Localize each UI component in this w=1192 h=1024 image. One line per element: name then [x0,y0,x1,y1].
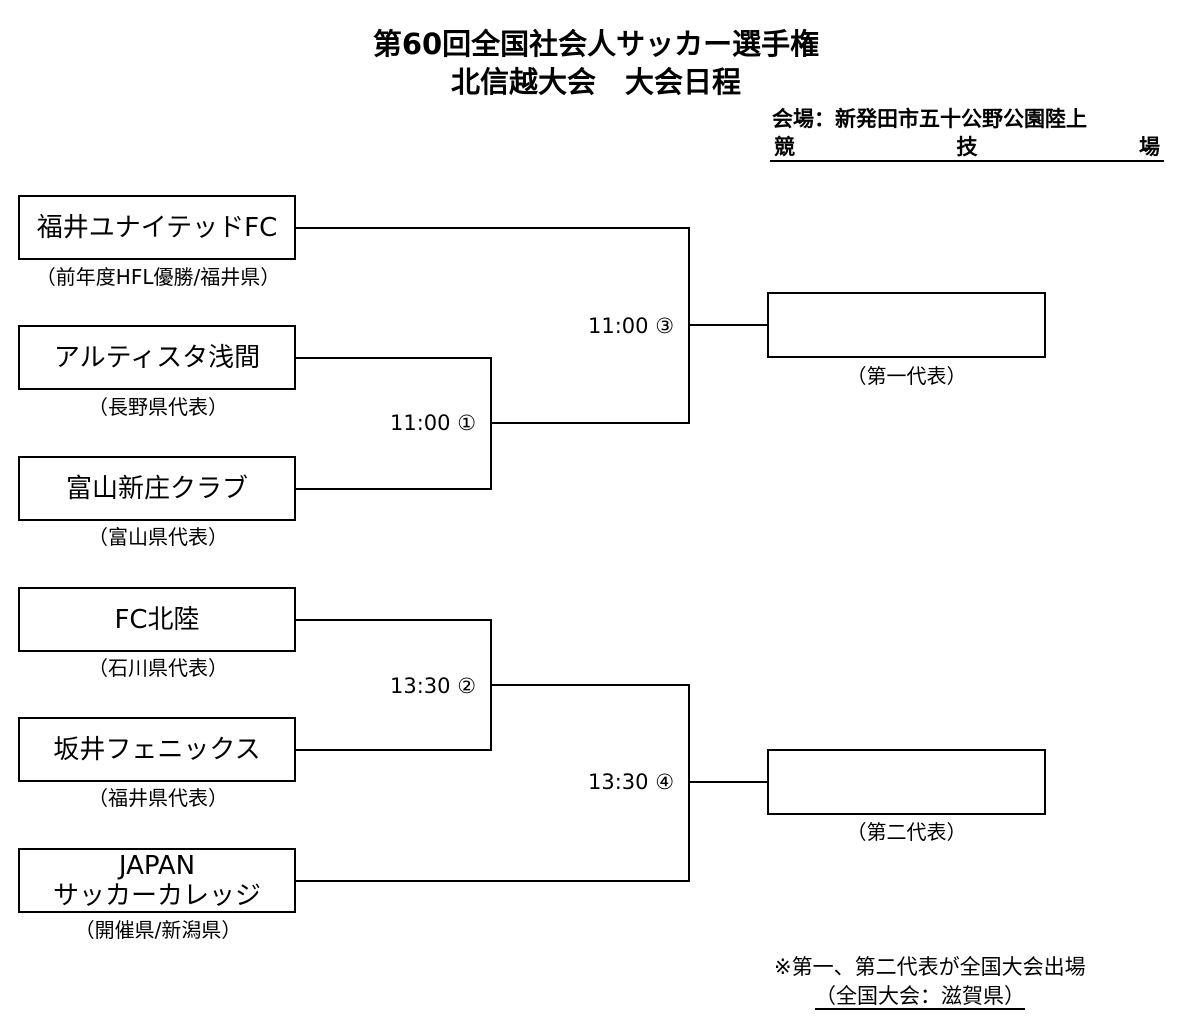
result-label-first: （第一代表） [846,364,967,388]
venue-char-2: 技 [956,135,978,159]
team-name-line-2: サッカーカレッジ [52,880,261,911]
venue-char-3: 場 [1139,135,1160,159]
venue-line-2: 競 技 場 [770,134,1164,162]
team-affiliation: （開催県/新潟県） [74,918,242,942]
bracket-line [296,880,690,882]
match-number: ③ [655,314,675,338]
team-name: 福井ユナイテッドFC [36,212,278,243]
bracket-line [490,684,690,686]
bracket-line [296,488,492,490]
team-name: 坂井フェニックス [53,734,261,765]
result-box-first [767,292,1046,358]
bracket-line [688,324,768,326]
bracket-line [296,357,492,359]
national-tournament-note: （全国大会：滋賀県） [815,984,1025,1010]
venue-char-1: 競 [774,135,795,159]
team-box-fc-hokuriku: FC北陸 [18,587,296,652]
match-label-2: 13:30 ② [390,674,476,698]
match-label-1: 11:00 ① [390,411,476,435]
bracket-line [688,684,690,882]
page-title: 第60回全国社会人サッカー選手権 [372,27,820,61]
team-affiliation: （前年度HFL優勝/福井県） [35,265,281,289]
result-label-second: （第二代表） [846,820,967,844]
team-affiliation: （福井県代表） [88,786,228,810]
match-label-3: 11:00 ③ [588,314,674,338]
bracket-line [296,749,492,751]
team-box-sakai-phoenix: 坂井フェニックス [18,717,296,782]
bracket-line [296,619,492,621]
team-box-toyama-shinjo: 富山新庄クラブ [18,456,296,521]
match-number: ① [457,411,477,435]
bracket-line [490,422,690,424]
page-subtitle: 北信越大会 大会日程 [450,65,741,99]
match-time: 13:30 [588,770,649,794]
qualification-note: ※第一、第二代表が全国大会出場 [774,955,1086,979]
result-box-second [767,749,1046,815]
team-name: FC北陸 [114,604,200,635]
match-label-4: 13:30 ④ [588,770,674,794]
bracket-line [296,227,690,229]
team-name: アルティスタ浅間 [53,342,261,373]
team-box-fukui-united: 福井ユナイテッドFC [18,195,296,260]
match-time: 13:30 [390,674,451,698]
team-affiliation: （富山県代表） [88,525,228,549]
match-number: ④ [655,770,675,794]
team-box-artista-asama: アルティスタ浅間 [18,325,296,390]
bracket-line [688,781,768,783]
match-number: ② [457,674,477,698]
team-box-japan-soccer-college: JAPAN サッカーカレッジ [18,848,296,913]
team-affiliation: （長野県代表） [88,395,228,419]
team-affiliation: （石川県代表） [88,656,228,680]
venue-line-1: 会場：新発田市五十公野公園陸上 [772,107,1087,131]
team-name-line-1: JAPAN [118,850,196,881]
team-name: 富山新庄クラブ [65,473,248,504]
match-time: 11:00 [390,411,451,435]
match-time: 11:00 [588,314,649,338]
